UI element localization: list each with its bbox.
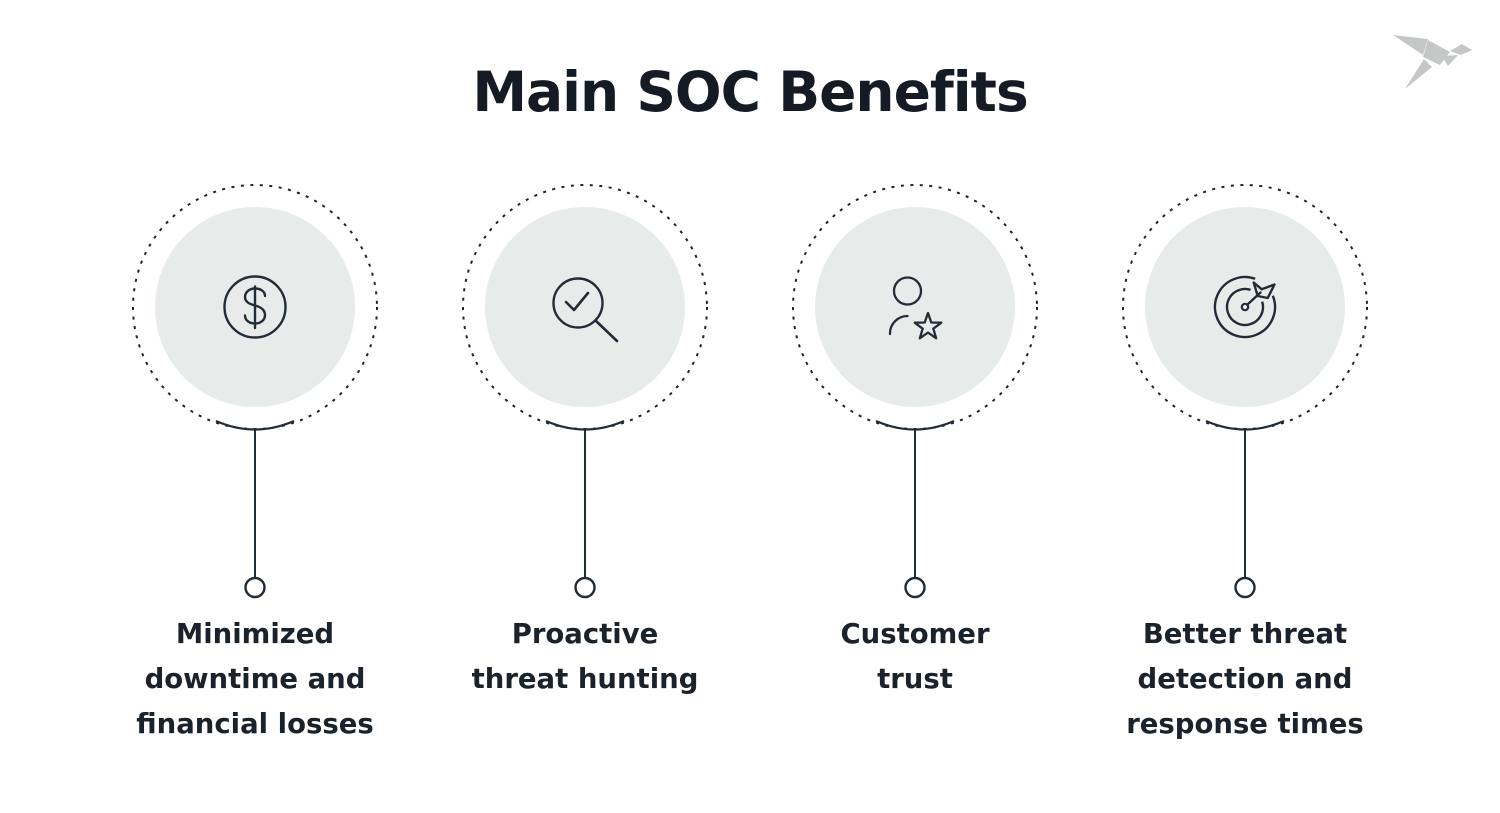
benefit-item-customer-trust: Customer trust	[750, 180, 1080, 747]
page-title: Main SOC Benefits	[472, 60, 1028, 124]
benefit-item-proactive-hunting: Proactive threat hunting	[420, 180, 750, 747]
person-star-icon	[888, 276, 943, 340]
benefit-graphic	[462, 184, 708, 599]
benefit-item-threat-detection: Better threat detection and response tim…	[1080, 180, 1410, 747]
origami-bird-icon	[1393, 35, 1472, 89]
benefits-row: Minimized downtime and financial losses …	[90, 180, 1410, 747]
search-check-icon	[552, 277, 619, 343]
benefit-label: Better threat detection and response tim…	[1126, 618, 1364, 740]
benefit-label: Customer trust	[840, 618, 990, 695]
dollar-circle-icon	[223, 275, 287, 339]
benefit-item-minimized-downtime: Minimized downtime and financial losses	[90, 180, 420, 747]
benefit-label: Proactive threat hunting	[471, 618, 699, 695]
benefit-label: Minimized downtime and financial losses	[136, 618, 374, 740]
benefit-graphic	[792, 184, 1038, 599]
origami-bird-logo	[1385, 22, 1480, 97]
benefit-graphic	[1122, 184, 1368, 599]
benefit-graphic	[132, 184, 378, 599]
target-arrow-icon	[1213, 275, 1277, 339]
